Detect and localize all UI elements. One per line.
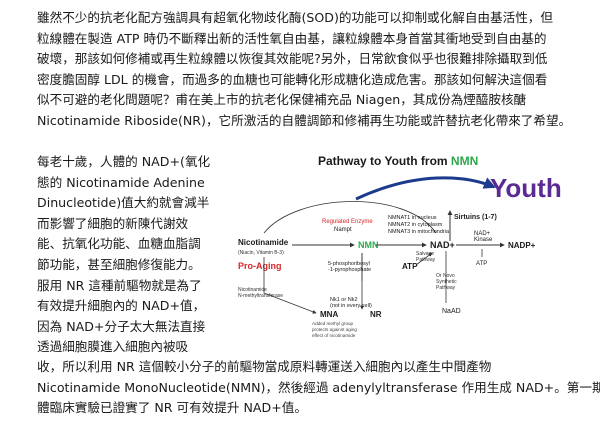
nmn-pathway-diagram: Pathway to Youth from NMN Youth Sirtuins… — [238, 154, 562, 338]
youth-arrow — [355, 176, 496, 201]
denovo-label: Or Novo — [436, 273, 455, 279]
salvage-label: Salvage — [416, 251, 434, 257]
text-line: Nicotinamide Riboside(NR)，它所激活的自體調節和修補再生… — [37, 112, 572, 128]
nnmt-label: N-methyltransferase — [238, 293, 283, 299]
nad-kinase-label: NAD+ — [474, 231, 491, 237]
text-line: 雖然不少的抗老化配方強調具有超氧化物歧化酶(SOD)的功能可以抑制或化解自由基活… — [37, 10, 553, 25]
nk-label: Nk1 or Nk2 — [330, 297, 358, 303]
text-line: 透過細胞膜進入細胞內被吸 — [37, 339, 189, 355]
text-line: Dinucleotide)值大約就會減半 — [37, 195, 210, 211]
mna-node: MNA — [320, 310, 338, 319]
sirtuins-label: Sirtuins (1-7) — [454, 214, 497, 221]
text-line: 能、抗氧化功能、血糖血脂調 — [37, 236, 201, 252]
nad-kinase-label: Kinase — [474, 237, 493, 243]
text-line: 破壞，那該如何修補或再生粒線體以恢復其效能呢?另外，日常飲食似乎也很難排除攝取到… — [37, 51, 548, 67]
text-line: 態的 Nicotinamide Adenine — [37, 174, 205, 190]
text-line: 而影響了細胞的新陳代謝效 — [37, 215, 189, 231]
nadp-node: NADP+ — [508, 241, 536, 250]
mna-note: effect of nicotinamide — [312, 333, 356, 338]
nicotinamide-label: Nicotinamide — [238, 238, 289, 247]
atp-mid-label: ATP — [402, 262, 418, 271]
intro-paragraph: 雖然不少的抗老化配方強調具有超氧化物歧化酶(SOD)的功能可以抑制或化解自由基活… — [37, 8, 597, 132]
nr-node: NR — [370, 310, 382, 319]
nmn-node: NMN — [358, 240, 379, 250]
nmnat-line: NMNAT1 in nucleus — [388, 215, 437, 221]
text-line: 收，所以利用 NR 這個較小分子的前驅物當成原料轉運送入細胞內以產生中間產物 — [37, 359, 492, 374]
atp-right-label: ATP — [476, 261, 487, 267]
side-paragraph: 每老十歲，人體的 NAD+(氧化 態的 Nicotinamide Adenine… — [37, 152, 237, 358]
text-line: 節功能，甚至細胞修復能力。 — [37, 256, 201, 272]
youth-label: Youth — [490, 173, 562, 203]
denovo-label: Synthetic — [436, 279, 457, 285]
nmnat-line: NMNAT2 in cytoplasm — [388, 222, 443, 228]
text-line: 粒線體在製造 ATP 時仍不斷釋出新的活性氧自由基，讓粒線體本身首當其衝地受到自… — [37, 30, 547, 46]
regulated-enzyme-label: Regulated Enzyme — [322, 219, 373, 225]
text-line: Nicotinamide MonoNucleotide(NMN)，然後經過 ad… — [37, 379, 600, 395]
closing-paragraph: 收，所以利用 NR 這個較小分子的前驅物當成原料轉運送入細胞內以產生中間產物 N… — [37, 357, 600, 419]
prpp-label: -1-pyrophosphate — [328, 267, 371, 273]
text-line: 密度膽固醇 LDL 的機會，而過多的血糖也可能轉化形成糖化造成危害。那該如何解決… — [37, 71, 548, 87]
text-line: 服用 NR 這種前驅物就是為了 — [37, 277, 202, 293]
mna-note: protects against aging — [312, 327, 357, 332]
nk-label: (not in every cell) — [330, 303, 372, 309]
nicotinamide-sub: (Niacin, Vitamin B-3) — [238, 250, 284, 256]
nad-node: NAD+ — [430, 240, 455, 250]
text-line: 似不可避的老化問題呢？甫在美上市的抗老化保健補充品 Niagen，其成份為煙醯胺… — [37, 92, 527, 108]
text-line: 體臨床實驗已證實了 NR 可有效提升 NAD+值。 — [37, 400, 307, 416]
salvage-label: Pathway — [416, 257, 436, 263]
nnmt-label: Nicotinamide — [238, 287, 267, 293]
naad-label: NaAD — [442, 308, 461, 315]
text-line: 因為 NAD+分子太大無法直接 — [37, 318, 206, 334]
nmnat-line: NMNAT3 in mitochondria — [388, 229, 450, 235]
prpp-label: 5-phosphoribosyl — [328, 261, 370, 267]
nampt-label: Nampt — [334, 227, 352, 233]
mna-note: Added methyl group — [312, 321, 354, 326]
text-line: 有效提升細胞內的 NAD+值， — [37, 298, 206, 314]
text-line: 每老十歲，人體的 NAD+(氧化 — [37, 154, 211, 169]
diagram-title: Pathway to Youth from NMN — [318, 154, 478, 168]
pro-aging-label: Pro-Aging — [238, 261, 282, 271]
